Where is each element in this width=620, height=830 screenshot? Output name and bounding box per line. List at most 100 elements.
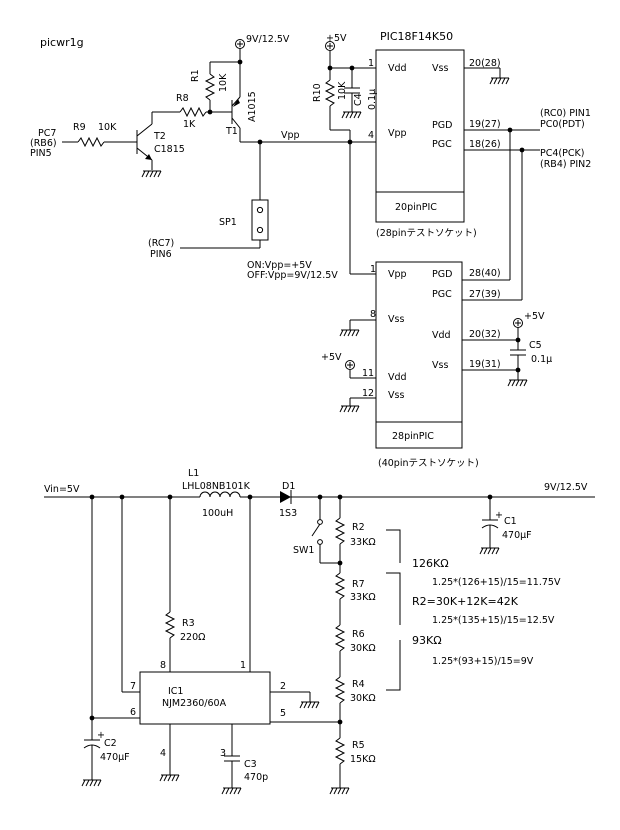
note-eq-3: 1.25*(93+15)/15=9V xyxy=(432,656,534,667)
chip28-pin-name: Vdd xyxy=(432,330,451,341)
note-r-126: 126KΩ xyxy=(412,557,449,570)
c1-plus: + xyxy=(495,510,503,521)
jumper-sp1 xyxy=(251,199,269,241)
l1-name: L1 xyxy=(188,468,199,479)
resistor-r2 xyxy=(334,517,346,545)
r5-name: R5 xyxy=(352,740,365,751)
l1-part: LHL08NB101K xyxy=(182,481,251,492)
c1-name: C1 xyxy=(504,516,517,527)
ground-symbol xyxy=(479,547,500,555)
r3-value: 220Ω xyxy=(180,632,205,643)
resistor-r7 xyxy=(334,572,346,600)
chip-20pin xyxy=(375,49,465,223)
sw1-name: SW1 xyxy=(293,545,314,556)
r6-name: R6 xyxy=(352,629,365,640)
ic1-body xyxy=(139,671,271,725)
capacitor-c3 xyxy=(224,755,240,762)
vout-label: 9V/12.5V xyxy=(544,482,588,493)
ic1-pin-num: 8 xyxy=(160,660,166,671)
r10-value: 10K xyxy=(337,81,348,100)
plus5v-label-left: +5V xyxy=(321,352,342,363)
chip28-socket: (40pinテストソケット) xyxy=(378,458,479,469)
sp-note-on: ON:Vpp=+5V xyxy=(247,260,312,271)
c4-value: 0.1μ xyxy=(367,89,378,110)
pgd-out-label-2: PC0(PDT) xyxy=(540,119,585,130)
chip20-pin-num: 19(27) xyxy=(469,119,501,130)
ground-symbol xyxy=(329,787,350,795)
c4-name: C4 xyxy=(353,93,364,106)
chip20-pin-name: Vss xyxy=(432,63,448,74)
ground-symbol xyxy=(299,701,320,709)
capacitor-c1 xyxy=(481,497,499,548)
chip20-pin-name: PGD xyxy=(432,120,452,131)
r1-value: 10K xyxy=(218,73,229,92)
r6-value: 30KΩ xyxy=(350,643,376,654)
chip20-pin-name: Vpp xyxy=(388,128,407,139)
ground-symbol xyxy=(81,779,102,787)
resistor-r1 xyxy=(204,73,216,101)
chip28-name: 28pinPIC xyxy=(392,431,434,442)
c3-name: C3 xyxy=(244,759,257,770)
d1-name: D1 xyxy=(282,481,295,492)
r8-value: 1K xyxy=(183,119,196,130)
plus5v-label-right: +5V xyxy=(524,311,545,322)
ground-symbol xyxy=(141,170,162,178)
chip28-pin-num: 19(31) xyxy=(469,359,501,370)
chip28-pin-name: Vss xyxy=(388,390,404,401)
ground-symbol xyxy=(341,111,362,119)
t2-name: T2 xyxy=(153,131,166,142)
r9-value: 10K xyxy=(98,122,117,133)
title: picwr1g xyxy=(40,36,84,49)
plus5v-label-top: +5V xyxy=(326,33,347,44)
ground-symbol xyxy=(339,405,360,413)
chip28-pin-name: Vdd xyxy=(388,372,407,383)
chip28-pin-num: 12 xyxy=(362,388,374,399)
t1-part: A1015 xyxy=(247,91,258,122)
chip20-pin-num: 20(28) xyxy=(469,58,501,69)
r8-name: R8 xyxy=(176,93,189,104)
chip28-pin-num: 28(40) xyxy=(469,268,501,279)
t1-name: T1 xyxy=(225,126,238,137)
ground-symbol xyxy=(339,329,360,337)
c2-plus: + xyxy=(97,730,105,741)
pgc-out-label-2: (RB4) PIN2 xyxy=(540,159,591,170)
chip28-pin-num: 11 xyxy=(362,368,374,379)
chip20-pin-num: 18(26) xyxy=(469,139,501,150)
r5-value: 15KΩ xyxy=(350,754,376,765)
chip20-pin-name: Vdd xyxy=(388,63,407,74)
vpp-net-label: Vpp xyxy=(281,130,300,141)
ic1-pin-num: 3 xyxy=(220,748,226,759)
chip20-pin-num: 1 xyxy=(368,58,374,69)
ic1-pin-num: 6 xyxy=(130,707,136,718)
sp1-port: (RC7) xyxy=(148,238,174,249)
c2-value: 470μF xyxy=(100,752,130,763)
t2-base-pin: PIN5 xyxy=(30,148,52,159)
ic1-part: NJM2360/60A xyxy=(162,698,227,709)
t2-base-alt: (RB6) xyxy=(30,138,57,149)
chip20-socket: (28pinテストソケット) xyxy=(376,228,477,239)
ic1-name: IC1 xyxy=(168,686,183,697)
r1-name: R1 xyxy=(190,69,201,82)
ic1-pin-num: 7 xyxy=(130,681,136,692)
vin-label: Vin=5V xyxy=(44,484,80,495)
chip20-pin-name: PGC xyxy=(432,139,452,150)
ground-symbol xyxy=(489,77,510,85)
ic1-pin-num: 5 xyxy=(280,708,286,719)
pgc-out-label-1: PC4(PCK) xyxy=(540,148,584,159)
resistor-r6 xyxy=(334,624,346,652)
resistor-r9 xyxy=(77,136,105,148)
chip20-pin-num: 4 xyxy=(368,130,374,141)
resistor-r8 xyxy=(179,106,207,118)
inductor-l1 xyxy=(199,491,241,498)
chip28-pin-num: 20(32) xyxy=(469,329,501,340)
chip28-pin-num: 8 xyxy=(370,309,376,320)
r3-name: R3 xyxy=(182,618,195,629)
capacitor-c4 xyxy=(344,68,360,112)
chip28-pin-name: Vpp xyxy=(388,269,407,280)
r2-name: R2 xyxy=(352,522,365,533)
chip-28pin xyxy=(375,261,463,449)
transistor-t1 xyxy=(231,96,241,129)
sp-note-off: OFF:Vpp=9V/12.5V xyxy=(247,270,338,281)
note-r-93: 93KΩ xyxy=(412,634,442,647)
chip28-pin-name: PGC xyxy=(432,289,452,300)
